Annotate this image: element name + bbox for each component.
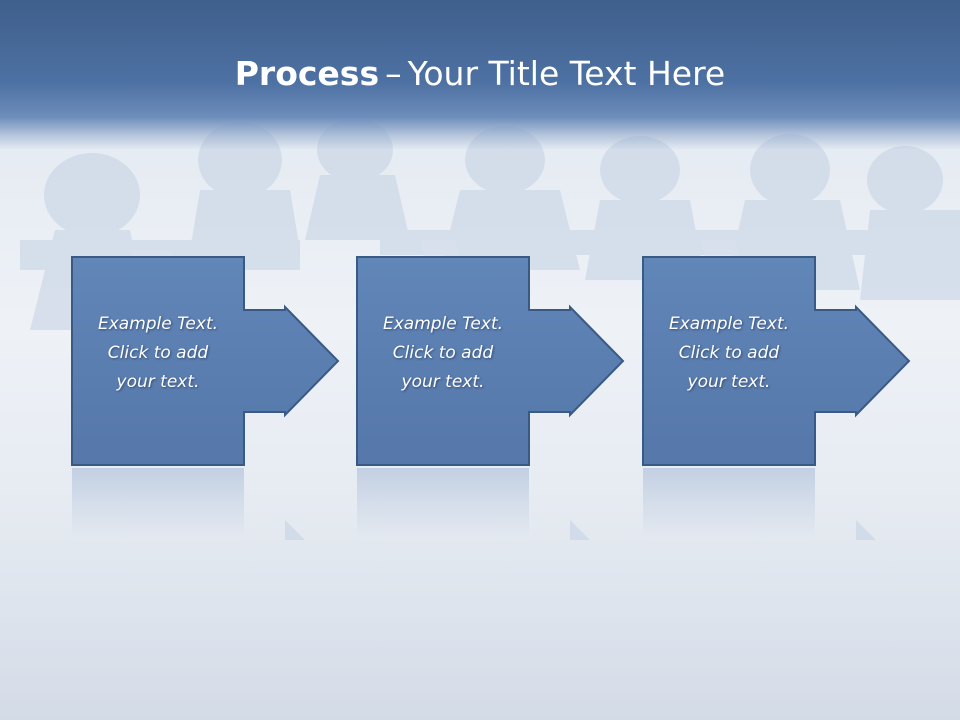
process-step-1-reflection xyxy=(72,468,305,540)
title-separator: – xyxy=(385,54,402,93)
slide-title[interactable]: Process–Your Title Text Here xyxy=(0,52,960,96)
title-rest-text: Your Title Text Here xyxy=(407,54,726,93)
step-2-line-1: Example Text. xyxy=(382,314,504,334)
process-step-2-text[interactable]: Example Text. Click to add your text. xyxy=(357,310,529,397)
process-step-3-reflection xyxy=(643,468,876,540)
header-bar xyxy=(0,0,960,150)
step-1-line-1: Example Text. xyxy=(97,314,219,334)
step-2-line-3: your text. xyxy=(401,372,485,392)
step-1-line-2: Click to add xyxy=(107,343,209,363)
step-1-line-3: your text. xyxy=(116,372,200,392)
process-step-2-shape[interactable] xyxy=(356,256,625,466)
process-step-1-shape[interactable] xyxy=(71,256,340,466)
step-3-line-3: your text. xyxy=(687,372,771,392)
process-step-1-text[interactable]: Example Text. Click to add your text. xyxy=(72,310,244,397)
step-2-line-2: Click to add xyxy=(392,343,494,363)
process-step-3-shape[interactable] xyxy=(642,256,911,466)
step-3-line-1: Example Text. xyxy=(668,314,790,334)
step-3-line-2: Click to add xyxy=(678,343,780,363)
title-bold-text: Process xyxy=(234,54,380,93)
process-step-2-reflection xyxy=(357,468,590,540)
process-step-3-text[interactable]: Example Text. Click to add your text. xyxy=(643,310,815,397)
